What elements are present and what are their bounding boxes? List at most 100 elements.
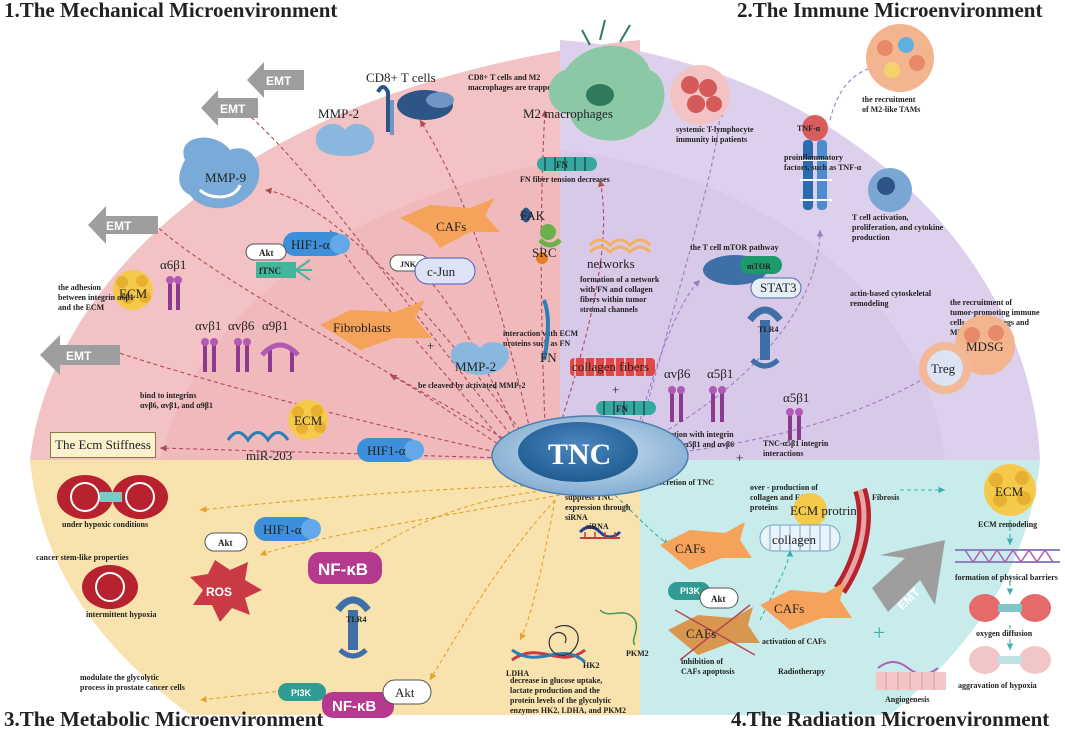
fibrosis-vessel-icon [834,487,871,594]
title-radiation: 4.The Radiation Microenvironment [731,707,1050,731]
tnf-receptor-icon [800,115,832,210]
pkm2-icon [599,609,638,646]
collagen-fibers-icon [570,358,655,376]
tcell-act-1: T cell activation, [852,213,909,222]
ecm-2-label: ECM [294,413,323,428]
mmp2-low-label: MMP-2 [455,359,496,374]
title-immune: 2.The Immune Microenvironment [737,0,1043,22]
pkm2-label: PKM2 [626,649,649,658]
angiogenesis-icon [876,661,946,690]
cafs-label: CAFs [436,219,466,234]
emt-radiation-arrow [872,540,945,612]
tnc-label: TNC [548,438,611,471]
c-jun-icon [414,257,476,285]
plus-radiation: + [873,620,885,645]
overproduction-2: collagen and ECM [750,493,814,502]
modulate-2: process in prostate cancer cells [80,683,185,692]
tcell-activation-icon [868,168,912,212]
interaction-2: receptors α5β1 and αvβ6 [650,440,734,449]
a9b1-label: α9β1 [262,318,288,333]
cafs-rad-3-label: CAFs [686,626,716,641]
fibroblasts-label: Fibroblasts [333,320,391,335]
decrease-1: decrease in glucose uptake, [510,676,602,685]
treg-cell-icon [919,342,971,394]
ecm-remodeling-label: ECM remodeling [978,520,1037,529]
emt-label: EMT [66,349,92,363]
hypoxic-label: under hypoxic conditions [62,520,148,529]
a5b1-immune-label: α5β1 [707,366,733,381]
fn-top-label: FN [556,160,568,170]
a6b1-label: α6β1 [160,257,186,272]
oxygen-rbc-icon [969,594,1051,622]
plus-immune: + [736,450,743,465]
cd8-label: CD8+ T cells [366,70,436,85]
intermittent-rbc-icon [82,565,138,609]
adhesion-3: and the ECM [58,303,105,312]
fibroblasts-icon [320,300,432,350]
cafs-rad-2-label: CAFs [774,601,804,616]
hif-low-label: HIF1-α [367,443,406,458]
decrease-4: enzymes HK2, LDHA, and PKM2 [510,706,626,715]
fn-fiber-low-icon [596,401,656,415]
aggravation-label: aggravation of hypoxia [958,681,1037,690]
interaction-ecm-2: proteins such as FN [503,339,570,348]
trapped-line-1: CD8+ T cells and M2 [468,73,540,82]
tlr4-metabolic-icon [335,596,371,659]
cafs-rad-3-icon [668,604,760,661]
decrease-2: lactate production and the [510,686,600,695]
trapped-line-2: macrophages are trapped [468,83,556,92]
tam-1: the recruitment [862,95,916,104]
decrease-3: protein levels of the glycolytic [510,696,612,705]
hypoxia-rbc-icon [969,646,1051,674]
mmp2-top-icon [315,123,375,156]
metabolic-quadrant [30,460,640,715]
collagen-label: collagen [772,532,817,547]
bind-2: αvβ6, αvβ1, and α9β1 [140,401,213,410]
fak-label: FAK [520,208,546,223]
networks-desc-1: formation of a network [580,275,660,284]
itnc-label: fTNC [259,266,281,276]
oxygen-label: oxygen diffusion [976,629,1033,638]
tlr4-immune-icon [747,306,783,369]
adhesion-1: the adhesion [58,283,101,292]
ecm-stiffness-box: The Ecm Stiffness [50,432,156,458]
hif-low-icon [357,438,424,462]
tlr4-immune-label: TLR4 [758,325,778,334]
networks-desc-2: with FN and collagen [580,285,653,294]
modulate-1: modulate the glycolytic [80,673,160,682]
ecm-2-icon [288,400,328,440]
mir203-icon [226,431,290,443]
m2-label: M2 macrophages [523,106,613,121]
ecm-protrins-icon [793,493,827,527]
recruit-2: tumor-promoting immune [950,308,1040,317]
avb6-immune-label: αvβ6 [664,366,691,381]
hk2-label: HK2 [583,661,599,670]
fn-tension-label: FN fiber tension decreases [520,175,610,184]
tam-cluster-icon [866,24,934,92]
cafs-rad-1-icon [660,522,752,570]
hif-metabolic-icon [254,517,321,541]
ecm-radiation-label: ECM [995,484,1024,499]
mechanical-inner-ring [160,150,640,460]
emt-label: EMT [266,74,292,88]
ldha-label: LDHA [506,669,529,678]
cafs-rad-1-label: CAFs [675,541,705,556]
inhibition-1: inhibition of [681,657,723,666]
intermittent-label: intermittent hypoxia [86,610,156,619]
networks-icon [588,238,652,255]
proinfl-2: factors, such as TNF-α [784,163,862,172]
src-label: SRC [532,245,557,260]
title-metabolic: 3.The Metabolic Microenvironment [4,707,324,731]
sirna-icon [578,525,622,539]
ecm-1-label: ECM [119,286,148,301]
immune-inner-ring [560,150,945,460]
physical-barrier-icon [955,548,1060,564]
tlr4-metabolic-label: TLR4 [346,615,366,624]
tcell-act-2: proliferation, and cytokine [852,223,944,232]
barriers-label: formation of physical barriers [955,573,1058,582]
suppress-3: siRNA [565,513,588,522]
tnc-a5b1-1: TNC-α5β1 integrin [763,439,829,448]
immune-elements: systemic T-lymphocyte immunity in patien… [650,24,1040,465]
emt-arrow-2: EMT [201,90,258,126]
